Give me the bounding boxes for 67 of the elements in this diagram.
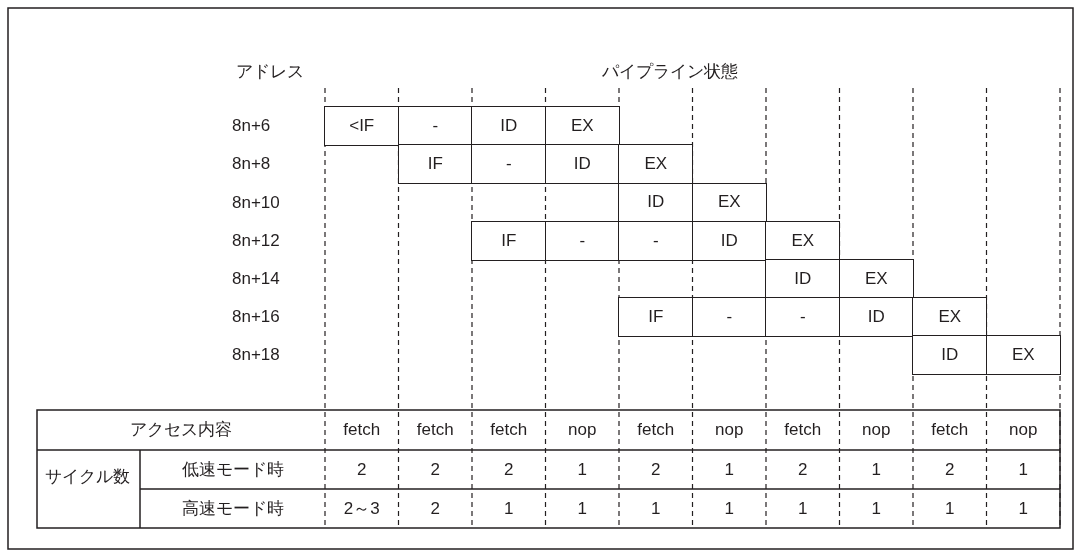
- pipeline-stage-cell: EX: [618, 144, 694, 185]
- cycle-count: 1: [870, 498, 882, 519]
- pipeline-stage-cell: ID: [544, 144, 620, 185]
- cycle-count: 2: [650, 459, 662, 480]
- pipeline-stage-cell: -: [765, 297, 841, 337]
- cycle-count: 2: [503, 459, 515, 480]
- pipeline-stage-cell: EX: [765, 220, 841, 261]
- pipeline-stage-cell: -: [397, 106, 473, 146]
- pipeline-stage-cell: EX: [691, 182, 767, 223]
- pipeline-stage-cell: <IF: [324, 106, 400, 146]
- access-type-text: nop: [567, 420, 598, 440]
- pipeline-stage-cell: -: [618, 220, 694, 261]
- address-label: 8n+14: [232, 268, 280, 289]
- cycle-count: 1: [503, 498, 515, 519]
- cycle-count: 2: [797, 459, 809, 480]
- pipeline-stage-cell: -: [691, 297, 767, 337]
- pipeline-stage-cell: IF: [471, 220, 547, 261]
- cycle-count: 2: [429, 459, 441, 480]
- pipeline-stage-cell: -: [471, 144, 547, 185]
- cycle-count: 2: [944, 459, 956, 480]
- pipeline-stage-cell: EX: [838, 259, 914, 299]
- cycle-count: 1: [723, 498, 735, 519]
- cycle-count: 1: [797, 498, 809, 519]
- row-header: アクセス内容: [129, 420, 233, 440]
- cycle-count: 1: [650, 498, 662, 519]
- column-heading: アドレス: [235, 62, 305, 82]
- column-heading: パイプライン状態: [601, 62, 739, 82]
- access-type-text: fetch: [342, 420, 382, 440]
- row-header: 低速モード時: [180, 459, 285, 480]
- access-type-text: fetch: [930, 420, 970, 440]
- cycle-count: 1: [1017, 498, 1029, 519]
- pipeline-stage-cell: -: [544, 220, 620, 261]
- cycle-count: 1: [723, 459, 735, 480]
- access-type-text: nop: [714, 420, 745, 440]
- access-type-text: nop: [861, 420, 892, 440]
- cycle-count: 1: [576, 459, 588, 480]
- cycle-count: 2: [356, 459, 368, 480]
- row-header: 高速モード時: [180, 498, 285, 519]
- pipeline-stage-cell: IF: [618, 297, 694, 337]
- address-label: 8n+18: [232, 345, 280, 366]
- cycle-count: 2: [429, 498, 441, 519]
- access-type-text: fetch: [783, 420, 823, 440]
- pipeline-stage-cell: ID: [838, 297, 914, 337]
- pipeline-stage-cell: IF: [397, 144, 473, 185]
- address-label: 8n+12: [232, 230, 280, 251]
- pipeline-stage-cell: ID: [691, 220, 767, 261]
- pipeline-stage-cell: ID: [765, 259, 841, 299]
- address-label: 8n+10: [232, 192, 280, 213]
- pipeline-stage-cell: EX: [985, 335, 1061, 376]
- access-type-text: fetch: [489, 420, 529, 440]
- pipeline-stage-cell: ID: [618, 182, 694, 223]
- cycle-count: 1: [944, 498, 956, 519]
- access-type-text: fetch: [415, 420, 455, 440]
- cycle-count: 1: [1017, 459, 1029, 480]
- cycle-count: 1: [576, 498, 588, 519]
- address-label: 8n+16: [232, 307, 280, 328]
- row-header: サイクル数: [43, 466, 131, 488]
- pipeline-stage-cell: EX: [912, 297, 988, 337]
- address-label: 8n+6: [232, 116, 271, 137]
- cycle-count: 1: [870, 459, 882, 480]
- pipeline-stage-cell: ID: [471, 106, 547, 146]
- access-type-text: nop: [1008, 420, 1039, 440]
- address-label: 8n+8: [232, 154, 271, 175]
- cycle-count: 2～3: [342, 498, 381, 519]
- pipeline-stage-cell: EX: [544, 106, 620, 146]
- pipeline-stage-cell: ID: [912, 335, 988, 376]
- access-type-text: fetch: [636, 420, 676, 440]
